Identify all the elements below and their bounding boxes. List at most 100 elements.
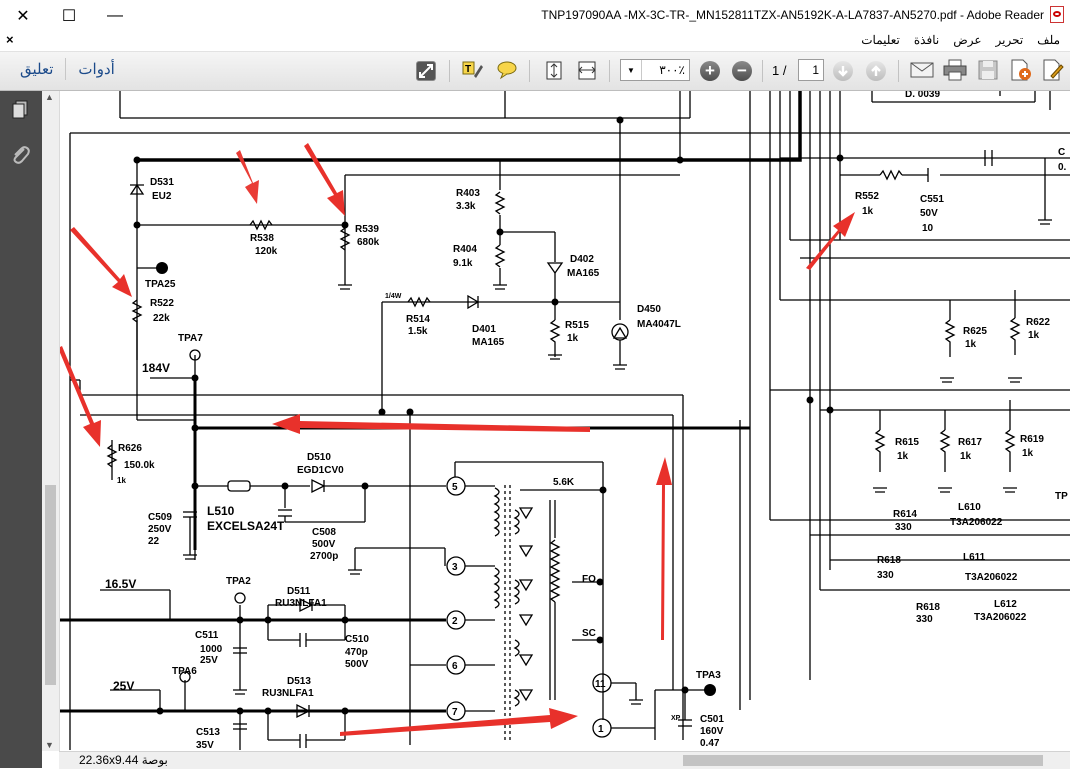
label-c551: C551 — [920, 194, 944, 205]
label-tpa6: TPA6 — [172, 666, 197, 677]
email-icon — [910, 60, 934, 83]
pages-icon[interactable] — [10, 99, 30, 119]
previous-page-button[interactable] — [864, 59, 888, 83]
comment-bubble-icon — [496, 60, 518, 83]
fit-page-icon — [543, 59, 565, 84]
label-eu2: EU2 — [152, 191, 172, 202]
label-ru3nlfa1-b: RU3NLFA1 — [262, 688, 314, 699]
label-fo: FO — [582, 574, 596, 585]
zoom-out-button[interactable]: − — [730, 59, 754, 83]
label-tpa7: TPA7 — [178, 333, 203, 344]
fullscreen-button[interactable] — [414, 59, 438, 83]
add-comment-button[interactable] — [495, 59, 519, 83]
minimize-icon: — — [107, 6, 123, 24]
label-r615: R615 — [895, 437, 919, 448]
label-tpa2: TPA2 — [226, 576, 251, 587]
horizontal-scroll-thumb[interactable] — [683, 755, 1043, 766]
label-r625v: 1k — [965, 339, 977, 350]
label-r618bv: 330 — [916, 614, 933, 625]
label-r625: R625 — [963, 326, 987, 337]
window-title: TNP197090AA -MX-3C-TR-_MN152811TZX-AN519… — [541, 8, 1044, 22]
status-bar: 22.36x9.44 بوصة — [59, 751, 1070, 769]
close-document-button[interactable]: × — [6, 32, 14, 47]
close-window-button[interactable]: ✕ — [0, 0, 46, 31]
label-184v: 184V — [142, 361, 170, 375]
label-r618a: R618 — [877, 555, 901, 566]
label-ma165b: MA165 — [472, 337, 505, 348]
label-r514: R514 — [406, 314, 430, 325]
label-ma4047: MA4047L — [637, 319, 681, 330]
vertical-scrollbar[interactable]: ▲ ▼ — [42, 91, 60, 751]
navigation-panel — [0, 91, 42, 768]
document-view[interactable]: D531 EU2 R538 120k R539 680k TPA25 R522 … — [60, 91, 1070, 751]
menu-edit[interactable]: تحرير — [995, 33, 1024, 47]
label-r538v: 120k — [255, 246, 278, 257]
zoom-in-icon: + — [700, 61, 720, 81]
scroll-down-icon[interactable]: ▼ — [45, 740, 54, 750]
page-total: 1 / — [772, 63, 787, 78]
label-c510b: 500V — [345, 659, 369, 670]
label-r626u: 1k — [117, 476, 126, 485]
zoom-select[interactable]: ▼ ٣٠٠٪ — [620, 59, 690, 81]
sign-button[interactable] — [1041, 59, 1065, 83]
vertical-scroll-thumb[interactable] — [45, 485, 56, 685]
minimize-window-button[interactable]: — — [92, 0, 138, 31]
page-number-input[interactable]: 1 — [798, 59, 824, 81]
label-ma165a: MA165 — [567, 268, 600, 279]
label-pin-2: 2 — [452, 616, 458, 627]
label-c509a: 250V — [148, 524, 172, 535]
highlight-button[interactable]: T — [461, 59, 485, 83]
menu-file[interactable]: ملف — [1037, 33, 1060, 47]
label-c511: C511 — [195, 630, 219, 641]
zoom-out-icon: − — [732, 61, 752, 81]
label-r618av: 330 — [877, 570, 894, 581]
label-d511: D511 — [287, 586, 311, 597]
annotation-arrow-4 — [60, 346, 101, 447]
annotation-arrow-2 — [304, 143, 345, 216]
label-r626: R626 — [118, 443, 142, 454]
menu-window[interactable]: نافذة — [913, 33, 940, 47]
tools-panel-link[interactable]: أدوات — [78, 61, 115, 78]
menu-help[interactable]: تعليمات — [861, 33, 900, 47]
label-tpa25: TPA25 — [145, 279, 176, 290]
maximize-window-button[interactable]: ☐ — [46, 0, 92, 31]
create-pdf-button[interactable] — [1009, 59, 1033, 83]
menu-view[interactable]: عرض — [953, 33, 982, 47]
print-icon — [943, 59, 967, 84]
label-r614v: 330 — [895, 522, 912, 533]
label-1-4w: 1/4W — [385, 293, 402, 300]
label-d510: D510 — [307, 452, 331, 463]
label-pin-3: 3 — [452, 562, 458, 573]
fit-width-button[interactable] — [575, 59, 599, 83]
label-r626v: 150.0k — [124, 460, 155, 471]
save-button[interactable] — [976, 59, 1000, 83]
label-r404: R404 — [453, 244, 477, 255]
close-icon: ✕ — [16, 7, 30, 25]
fit-page-button[interactable] — [542, 59, 566, 83]
svg-text:T: T — [465, 64, 471, 75]
label-d0039: D. 0039 — [905, 91, 940, 100]
label-c511a: 1000 — [200, 644, 223, 655]
label-l510: L510 — [207, 504, 235, 518]
comment-panel-link[interactable]: تعليق — [8, 58, 67, 80]
label-pin-5: 5 — [452, 482, 458, 493]
next-page-button[interactable] — [831, 59, 855, 83]
label-egd1cv0: EGD1CV0 — [297, 465, 344, 476]
annotation-arrow-6 — [656, 457, 672, 640]
maximize-icon: ☐ — [61, 7, 77, 25]
label-c508b: 2700p — [310, 551, 338, 562]
previous-page-icon — [866, 61, 886, 81]
label-l611: L611 — [963, 552, 986, 563]
label-c-partial-value: 0. — [1058, 162, 1067, 173]
zoom-in-button[interactable]: + — [698, 59, 722, 83]
label-r552v: 1k — [862, 206, 874, 217]
print-button[interactable] — [943, 59, 967, 83]
label-r552: R552 — [855, 191, 879, 202]
label-pin-11: 11 — [595, 679, 606, 690]
label-r515v: 1k — [567, 333, 579, 344]
menu-bar: × ملف تحرير عرض نافذة تعليمات — [0, 31, 1070, 52]
attachments-icon[interactable] — [10, 143, 30, 164]
email-button[interactable] — [910, 59, 934, 83]
chevron-down-icon[interactable]: ▼ — [621, 60, 642, 80]
scroll-up-icon[interactable]: ▲ — [45, 92, 54, 102]
